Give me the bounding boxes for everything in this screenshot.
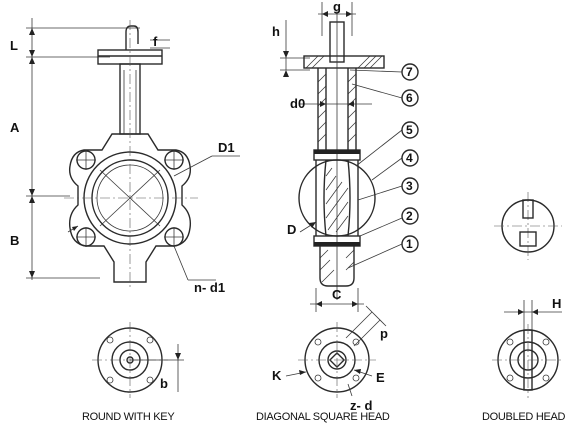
dim-label-z-d: z- d — [350, 398, 372, 413]
caption-doubled-head: DOUBLED HEAD — [482, 411, 566, 423]
dim-label-H: H — [552, 296, 561, 311]
caption-round-with-key: ROUND WITH KEY — [82, 411, 175, 423]
part-number-2: 2 — [406, 209, 413, 223]
dim-label-K: K — [272, 368, 282, 383]
dim-label-n-d1: n- d1 — [194, 280, 225, 295]
doubled-head-view — [492, 300, 564, 398]
dim-label-E: E — [376, 370, 385, 385]
part-number-4: 4 — [406, 151, 413, 165]
part-number-3: 3 — [406, 179, 413, 193]
dim-label-b: b — [160, 376, 168, 391]
dim-label-D1: D1 — [218, 140, 235, 155]
dim-label-h: h — [272, 24, 280, 39]
dim-label-A: A — [10, 120, 20, 135]
dim-label-g: g — [333, 0, 341, 14]
round-with-key-head-view — [92, 322, 184, 398]
dim-label-d0: d0 — [290, 96, 305, 111]
doubled-head-top-view — [494, 192, 562, 260]
dim-label-C: C — [332, 287, 342, 302]
dim-label-D: D — [287, 222, 296, 237]
diagonal-square-head-view — [285, 305, 387, 398]
part-number-6: 6 — [406, 91, 413, 105]
dim-label-f: f — [153, 34, 158, 49]
part-number-1: 1 — [406, 237, 413, 251]
caption-diagonal-square-head: DIAGONAL SQUARE HEAD — [256, 411, 390, 423]
dim-label-B: B — [10, 233, 19, 248]
part-number-7: 7 — [406, 65, 413, 79]
dim-label-p: p — [380, 326, 388, 341]
front-elevation-view — [26, 18, 240, 290]
section-view — [280, 2, 419, 312]
dim-label-L: L — [10, 38, 18, 53]
part-number-5: 5 — [406, 123, 413, 137]
